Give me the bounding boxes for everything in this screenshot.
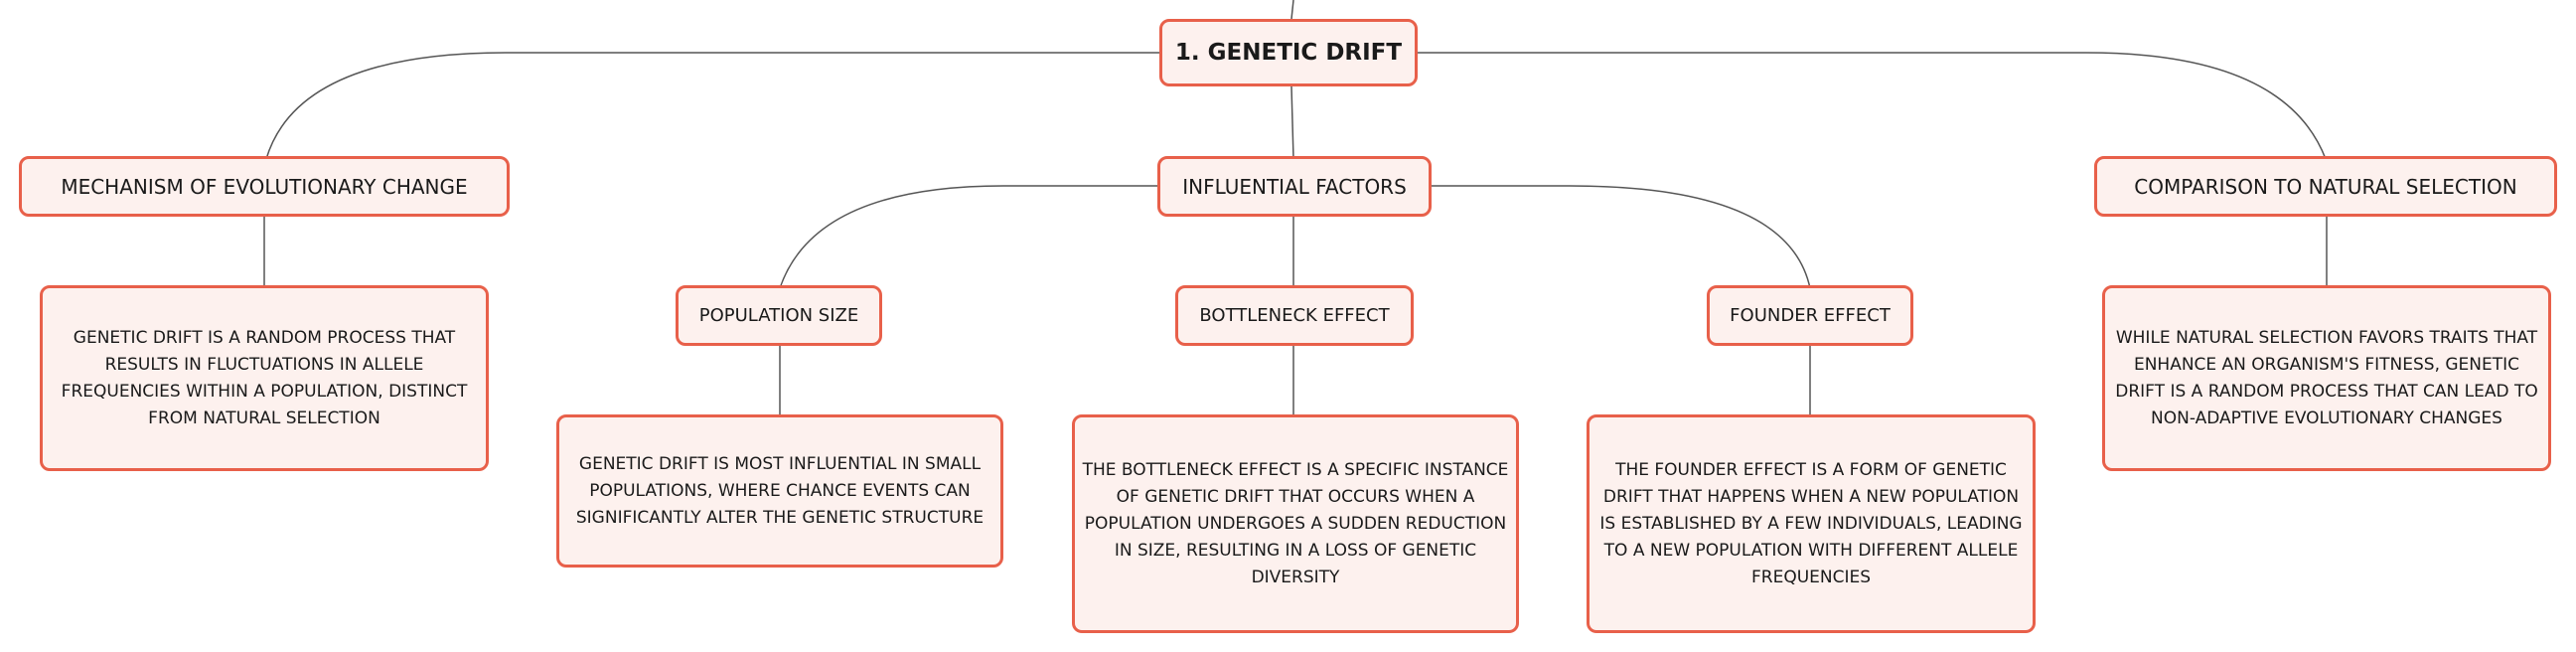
connector-root-influential bbox=[1290, 85, 1294, 160]
node-label: FOUNDER EFFECT bbox=[1730, 305, 1891, 326]
node-mechanism-of-evolutionary-change[interactable]: MECHANISM OF EVOLUTIONARY CHANGE bbox=[19, 156, 510, 217]
leaf-text: GENETIC DRIFT IS MOST INFLUENTIAL IN SMA… bbox=[575, 453, 985, 528]
node-label: COMPARISON TO NATURAL SELECTION bbox=[2134, 174, 2517, 199]
node-label: MECHANISM OF EVOLUTIONARY CHANGE bbox=[61, 174, 468, 199]
leaf-text: THE FOUNDER EFFECT IS A FORM OF GENETIC … bbox=[1599, 459, 2023, 587]
connector-root-mechanism bbox=[265, 52, 1159, 160]
root-node-label: 1. GENETIC DRIFT bbox=[1174, 40, 1403, 66]
leaf-text: THE BOTTLENECK EFFECT IS A SPECIFIC INST… bbox=[1082, 459, 1509, 587]
node-label: POPULATION SIZE bbox=[698, 305, 859, 326]
root-node-genetic-drift[interactable]: 1. GENETIC DRIFT bbox=[1159, 19, 1418, 86]
node-founder-effect[interactable]: FOUNDER EFFECT bbox=[1707, 285, 1913, 346]
connector-root-parent bbox=[1290, 0, 1294, 20]
leaf-text: GENETIC DRIFT IS A RANDOM PROCESS THAT R… bbox=[61, 327, 468, 428]
leaf-text: WHILE NATURAL SELECTION FAVORS TRAITS TH… bbox=[2115, 327, 2538, 428]
node-comparison-to-natural-selection[interactable]: COMPARISON TO NATURAL SELECTION bbox=[2094, 156, 2557, 217]
leaf-bottleneck-effect-description[interactable]: THE BOTTLENECK EFFECT IS A SPECIFIC INST… bbox=[1072, 414, 1519, 633]
connector-influential-population bbox=[779, 185, 1157, 289]
leaf-population-size-description[interactable]: GENETIC DRIFT IS MOST INFLUENTIAL IN SMA… bbox=[556, 414, 1003, 568]
leaf-founder-effect-description[interactable]: THE FOUNDER EFFECT IS A FORM OF GENETIC … bbox=[1587, 414, 2036, 633]
node-population-size[interactable]: POPULATION SIZE bbox=[676, 285, 882, 346]
node-influential-factors[interactable]: INFLUENTIAL FACTORS bbox=[1157, 156, 1432, 217]
node-bottleneck-effect[interactable]: BOTTLENECK EFFECT bbox=[1175, 285, 1414, 346]
leaf-mechanism-description[interactable]: GENETIC DRIFT IS A RANDOM PROCESS THAT R… bbox=[40, 285, 489, 471]
connector-root-comparison bbox=[1418, 52, 2327, 160]
node-label: INFLUENTIAL FACTORS bbox=[1182, 174, 1407, 199]
leaf-comparison-description[interactable]: WHILE NATURAL SELECTION FAVORS TRAITS TH… bbox=[2102, 285, 2551, 471]
connector-influential-founder bbox=[1432, 185, 1811, 289]
node-label: BOTTLENECK EFFECT bbox=[1199, 305, 1390, 326]
